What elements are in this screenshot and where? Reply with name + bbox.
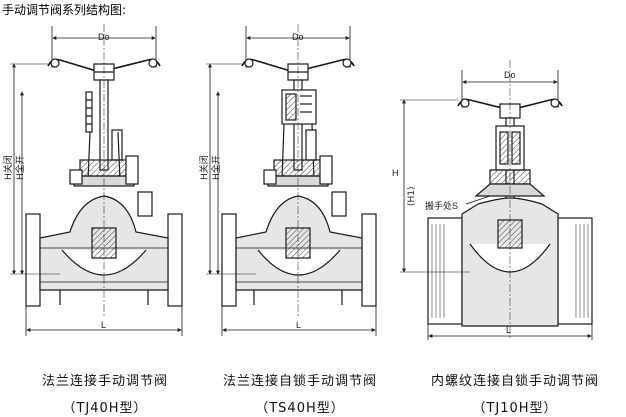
l-label-2: L [296, 320, 302, 330]
h-open-label-1: H全开 [16, 155, 26, 180]
h-open-label-2: H全开 [212, 155, 222, 180]
caption-tj10h: 内螺纹连接自锁手动调节阀 （TJ10H型） [408, 370, 622, 416]
caption-model-tj40h: （TJ40H型） [62, 401, 148, 416]
valve-tj10h [400, 60, 593, 340]
h1-label-3: (H1) [407, 186, 417, 206]
caption-ts40h: 法兰连接自锁手动调节阀 （TS40H型） [200, 370, 400, 416]
l-label-1: L [101, 320, 107, 330]
do-label-3: Do [504, 70, 516, 80]
caption-model-tj10h: （TJ10H型） [472, 401, 558, 416]
do-label-1: Do [98, 32, 110, 42]
caption-name-tj10h: 内螺纹连接自锁手动调节阀 [430, 374, 599, 389]
page-title: 手动调节阀系列结构图: [2, 3, 127, 17]
do-label-2: Do [292, 32, 304, 42]
caption-name-ts40h: 法兰连接自锁手动调节阀 [222, 374, 377, 389]
caption-name-tj40h: 法兰连接手动调节阀 [41, 374, 168, 389]
caption-model-ts40h: （TS40H型） [255, 401, 345, 416]
wrench-label: 搬手处S [425, 201, 459, 211]
valve-ts40h [206, 24, 377, 336]
caption-tj40h: 法兰连接手动调节阀 （TJ40H型） [20, 370, 190, 416]
l-label-3: L [506, 325, 512, 335]
valve-tj40h [10, 24, 183, 336]
h-label-3: H [392, 168, 399, 178]
